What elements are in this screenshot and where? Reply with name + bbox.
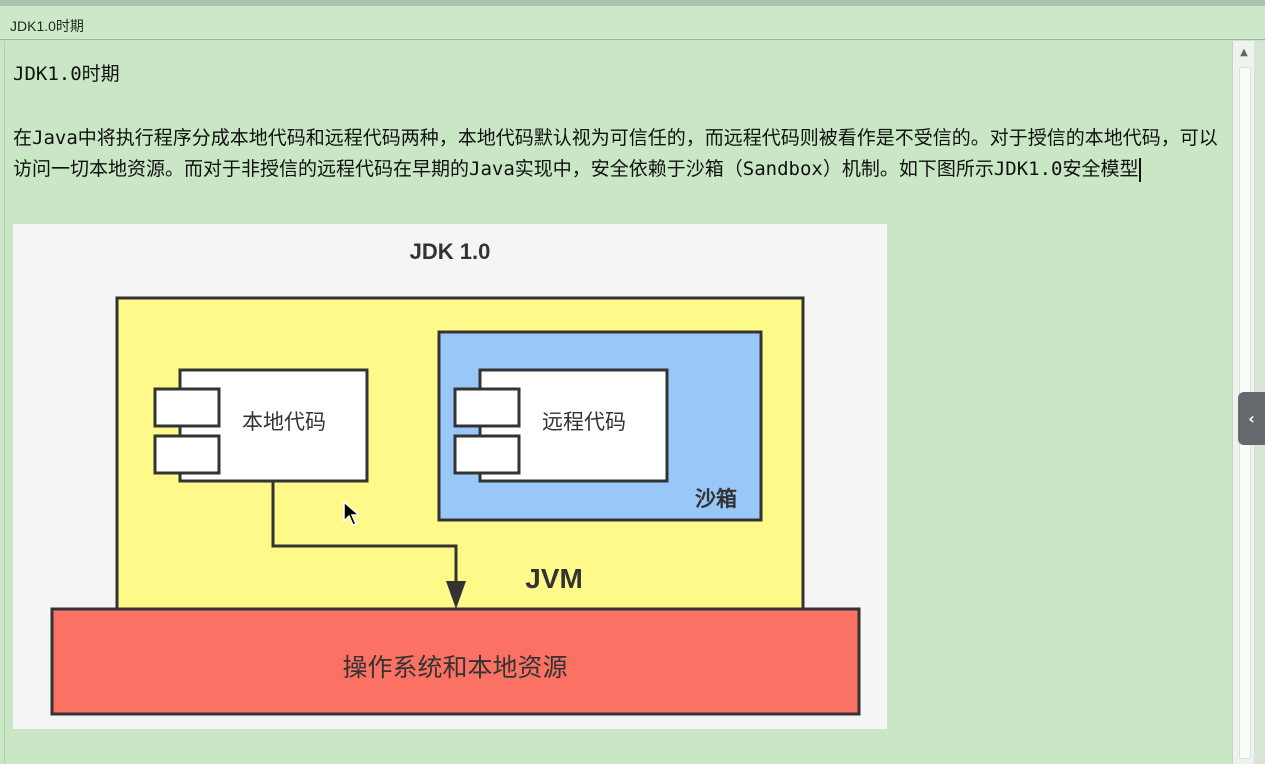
remote-code-component: 远程代码 — [453, 368, 669, 483]
chevron-left-icon: ‹ — [1248, 409, 1255, 428]
remote-code-label: 远程代码 — [542, 410, 626, 434]
document-content[interactable]: JDK1.0时期 在Java中将执行程序分成本地代码和远程代码两种，本地代码默认… — [4, 41, 1233, 764]
mouse-cursor-icon — [343, 501, 361, 526]
diagram-title: JDK 1.0 — [410, 239, 491, 264]
window-title: JDK1.0时期 — [10, 18, 84, 34]
side-panel-toggle-button[interactable]: ‹ — [1238, 392, 1265, 445]
paragraph-text: 在Java中将执行程序分成本地代码和远程代码两种，本地代码默认视为可信任的，而远… — [13, 127, 1218, 180]
access-arrow — [271, 481, 466, 609]
document-paragraph[interactable]: 在Java中将执行程序分成本地代码和远程代码两种，本地代码默认视为可信任的，而远… — [13, 123, 1225, 185]
local-code-component: 本地代码 — [153, 368, 369, 483]
os-resources-box — [50, 607, 861, 716]
jdk10-security-model-diagram: JDK 1.0 JVM 沙箱 本地代码 远程代码 操作系统和本地资源 — [13, 224, 887, 729]
os-resources-label: 操作系统和本地资源 — [342, 653, 567, 682]
text-caret — [1139, 157, 1142, 182]
window-title-bar: JDK1.0时期 — [0, 0, 1265, 40]
sandbox-label: 沙箱 — [695, 487, 737, 511]
local-code-label: 本地代码 — [242, 410, 326, 434]
document-heading: JDK1.0时期 — [13, 63, 120, 85]
jvm-label: JVM — [525, 563, 583, 594]
chevron-up-icon[interactable]: ▲ — [1240, 46, 1248, 58]
